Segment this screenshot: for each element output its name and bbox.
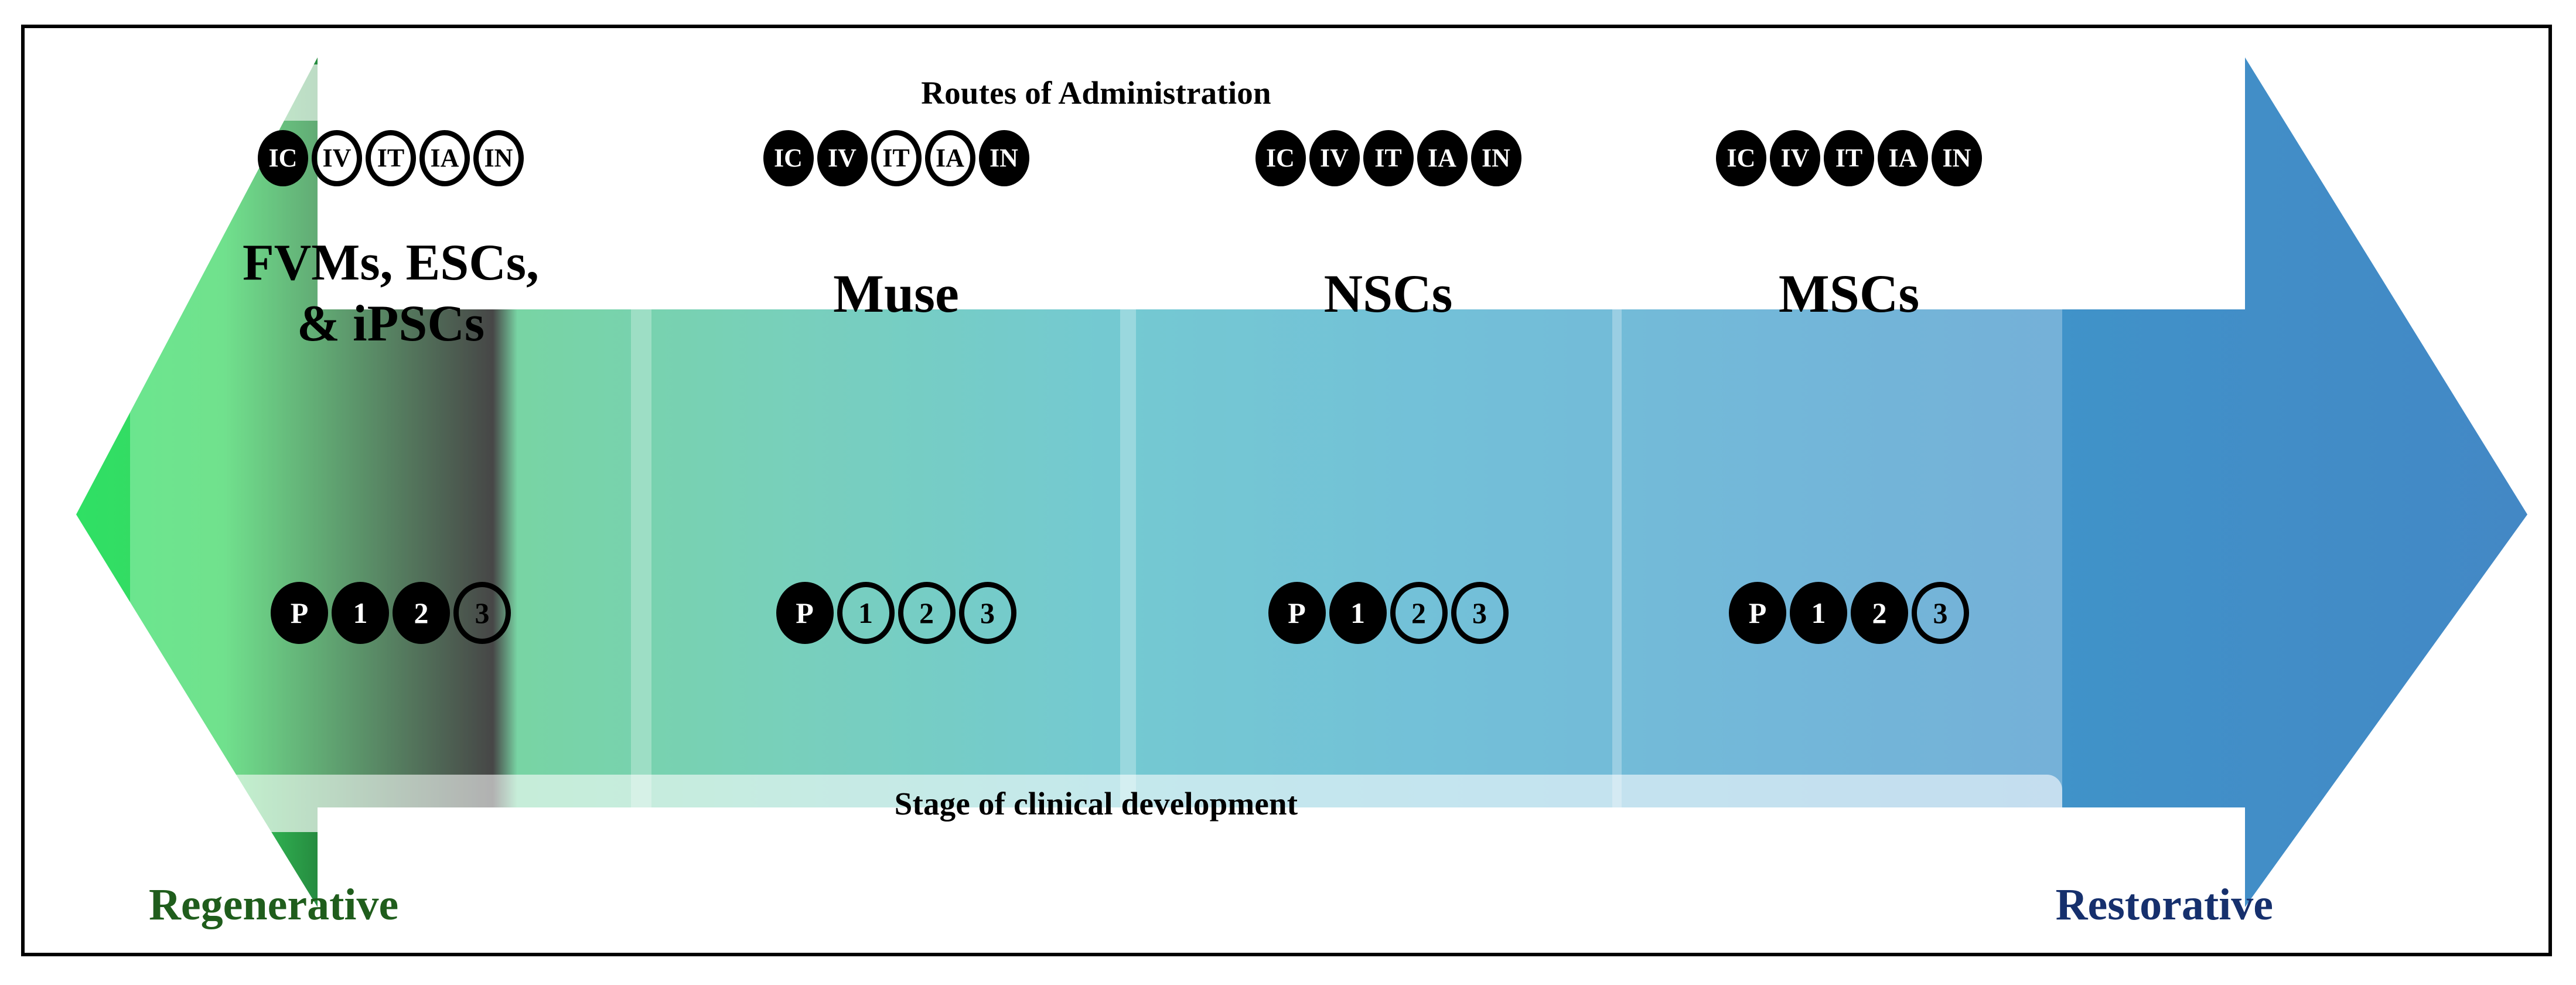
phase-badge-1[interactable]: 1 [1790, 582, 1847, 644]
column-title-line-2: & iPSCs [296, 295, 485, 352]
phases-row-fvms-escs-ipscs: P 1 2 3 [130, 580, 651, 646]
column-title-muse: Muse [651, 209, 1141, 379]
route-badge-in[interactable]: IN [1470, 130, 1521, 186]
column-title-line-1: NSCs [1323, 263, 1453, 323]
column-title-line-1: Muse [833, 263, 959, 323]
route-badge-it[interactable]: IT [1824, 130, 1874, 186]
phase-badge-1[interactable]: 1 [332, 582, 389, 644]
column-fvms-escs-ipscs: IC IV IT IA IN FVMs, ESCs, & iPSCs P 1 2… [130, 64, 651, 832]
route-badge-ia[interactable]: IA [924, 130, 975, 186]
routes-row-muse: IC IV IT IA IN [651, 128, 1141, 189]
column-title-fvms-escs-ipscs: FVMs, ESCs, & iPSCs [130, 209, 651, 379]
route-badge-in[interactable]: IN [1932, 130, 1982, 186]
column-card-muse [631, 64, 1136, 832]
phase-badge-3[interactable]: 3 [1912, 582, 1969, 644]
phase-badge-1[interactable]: 1 [1329, 582, 1387, 644]
route-badge-it[interactable]: IT [366, 130, 416, 186]
phase-badge-2[interactable]: 2 [393, 582, 450, 644]
route-badge-in[interactable]: IN [473, 130, 524, 186]
route-badge-ic[interactable]: IC [763, 130, 814, 186]
phase-badge-1[interactable]: 1 [837, 582, 895, 644]
route-badge-iv[interactable]: IV [1309, 130, 1360, 186]
column-title-nscs: NSCs [1141, 209, 1636, 379]
restorative-label: Restorative [2055, 880, 2273, 929]
column-card-mscs [1612, 64, 2062, 832]
route-badge-iv[interactable]: IV [1770, 130, 1820, 186]
route-badge-ia[interactable]: IA [1417, 130, 1468, 186]
phase-badge-2[interactable]: 2 [1390, 582, 1448, 644]
phase-badge-3[interactable]: 3 [453, 582, 511, 644]
column-title-line-1: MSCs [1778, 263, 1920, 323]
double-headed-arrow [76, 57, 2527, 907]
phase-badge-p[interactable]: P [776, 582, 834, 644]
phase-badge-2[interactable]: 2 [1851, 582, 1908, 644]
column-title-mscs: MSCs [1636, 209, 2062, 379]
phase-badge-2[interactable]: 2 [898, 582, 956, 644]
routes-row-fvms-escs-ipscs: IC IV IT IA IN [130, 128, 651, 189]
column-mscs: IC IV IT IA IN MSCs P 1 2 3 [1636, 64, 2062, 832]
columns-content: IC IV IT IA IN FVMs, ESCs, & iPSCs P 1 2… [130, 64, 2062, 832]
route-badge-ia[interactable]: IA [1878, 130, 1928, 186]
phase-badge-3[interactable]: 3 [1451, 582, 1509, 644]
phase-badge-p[interactable]: P [1268, 582, 1326, 644]
route-badge-iv[interactable]: IV [312, 130, 362, 186]
column-card-fvms-escs-ipscs [130, 64, 651, 832]
phases-row-muse: P 1 2 3 [651, 580, 1141, 646]
column-muse: IC IV IT IA IN Muse P 1 2 3 [651, 64, 1141, 832]
column-title-line-1: FVMs, ESCs, [242, 234, 540, 292]
routes-row-mscs: IC IV IT IA IN [1636, 128, 2062, 189]
phases-row-nscs: P 1 2 3 [1141, 580, 1636, 646]
route-badge-in[interactable]: IN [978, 130, 1029, 186]
phase-badge-p[interactable]: P [271, 582, 328, 644]
routes-row-nscs: IC IV IT IA IN [1141, 128, 1636, 189]
route-badge-ic[interactable]: IC [1716, 130, 1766, 186]
column-cards-layer: Routes of Administration Stage of clinic… [130, 64, 2062, 832]
route-badge-iv[interactable]: IV [817, 130, 868, 186]
route-badge-it[interactable]: IT [871, 130, 922, 186]
phase-badge-p[interactable]: P [1729, 582, 1786, 644]
figure-canvas: Routes of Administration Stage of clinic… [25, 28, 2548, 953]
routes-of-administration-band: Routes of Administration [130, 64, 2062, 121]
phases-row-mscs: P 1 2 3 [1636, 580, 2062, 646]
column-nscs: IC IV IT IA IN NSCs P 1 2 3 [1141, 64, 1636, 832]
route-badge-ic[interactable]: IC [1255, 130, 1306, 186]
column-card-nscs [1120, 64, 1622, 832]
route-badge-ia[interactable]: IA [419, 130, 470, 186]
stage-of-clinical-development-band: Stage of clinical development [130, 775, 2062, 832]
figure-frame: Routes of Administration Stage of clinic… [21, 25, 2552, 956]
route-badge-it[interactable]: IT [1363, 130, 1414, 186]
phase-badge-3[interactable]: 3 [958, 582, 1016, 644]
route-badge-ic[interactable]: IC [258, 130, 308, 186]
regenerative-label: Regenerative [149, 880, 399, 929]
